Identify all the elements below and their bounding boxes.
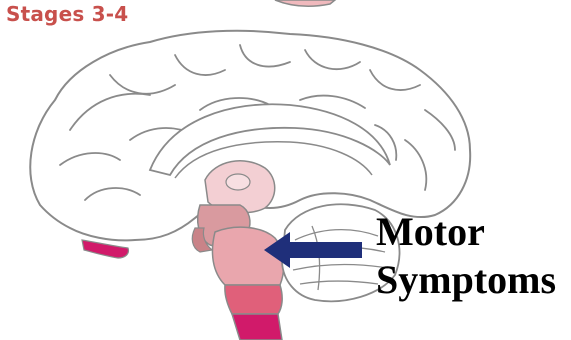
annotation-line-2: Symptoms [376, 256, 556, 304]
motor-symptoms-label: Motor Symptoms [376, 208, 556, 304]
annotation-line-1: Motor [376, 208, 556, 256]
medulla [225, 285, 282, 314]
top-partial-shape [275, 0, 335, 6]
olfactory-region [82, 240, 128, 258]
spinal-cord [232, 314, 282, 340]
